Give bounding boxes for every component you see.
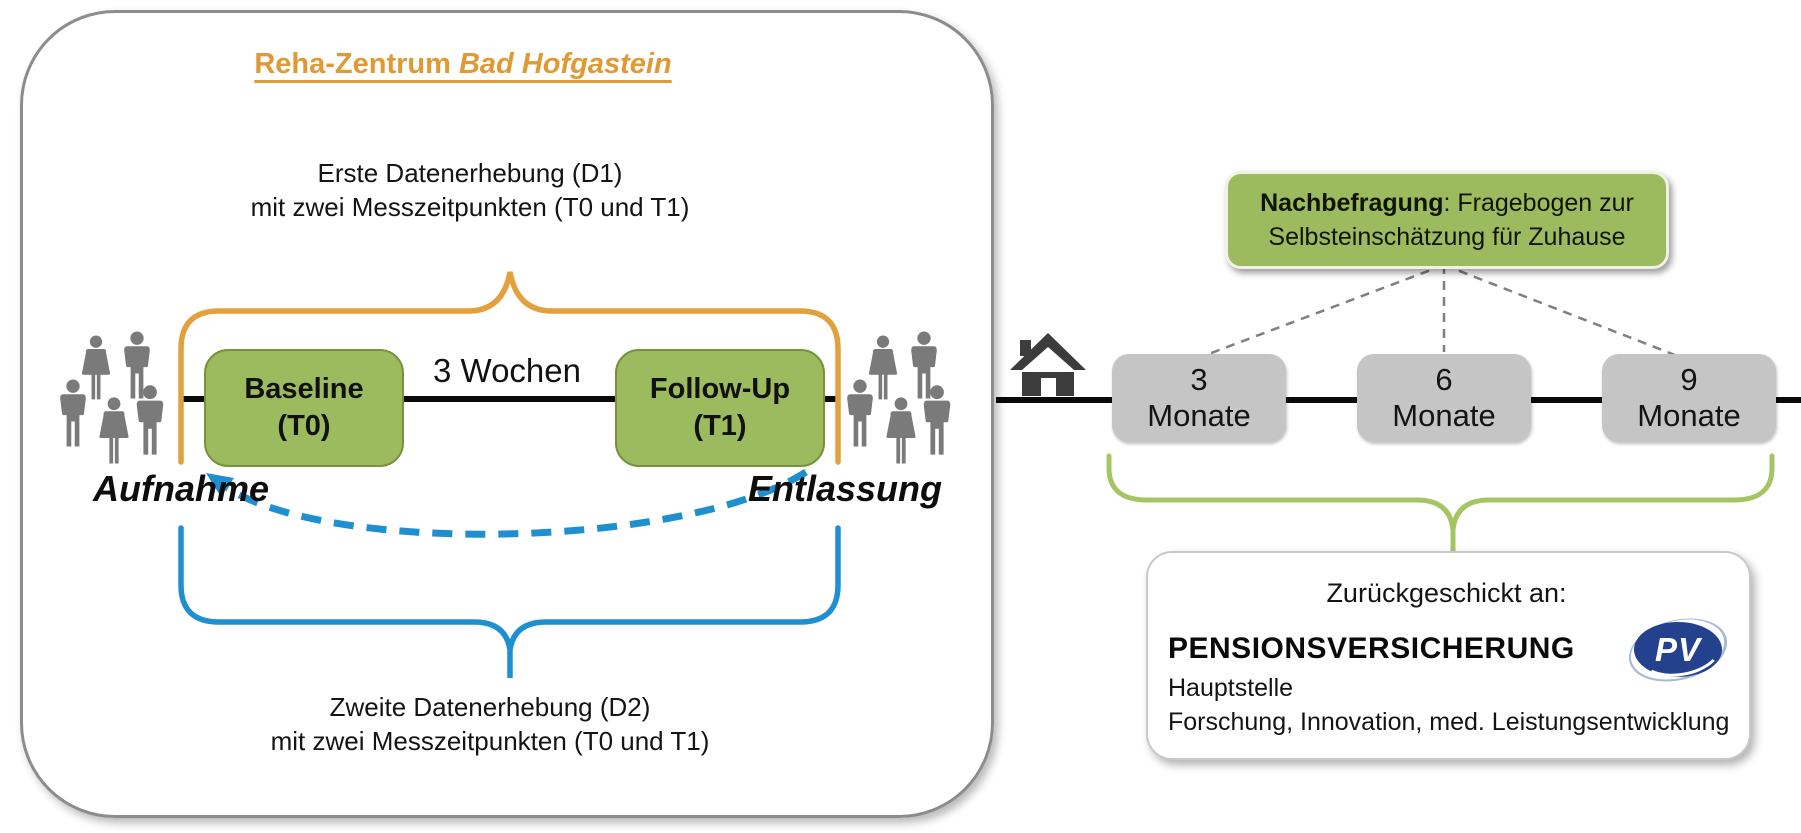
pv-logo-text: PV [1654,630,1702,668]
discharge-label: Entlassung [747,468,943,509]
return-department: Hauptstelle [1168,674,1294,702]
return-arrow [206,469,808,538]
milestones-brace [1106,453,1775,570]
milestone-box-3-months: 3 Monate [1112,354,1286,442]
survey-line1: Nachbefragung: Fragebogen zur [1228,186,1666,220]
baseline-timepoint: (T0) [277,410,331,442]
milestone-value: 6 [1435,362,1453,397]
followup-timepoint: (T1) [693,410,747,442]
survey-bold-lead: Nachbefragung [1260,189,1444,217]
admission-label: Aufnahme [92,468,269,509]
milestone-value: 9 [1680,362,1698,397]
baseline-label: Baseline [244,373,364,405]
rehab-center-title: Reha-Zentrum Bad Hofgastein [113,48,813,81]
second-survey-brace [178,525,841,678]
duration-label: 3 Wochen [433,352,581,389]
second-survey-line1: Zweite Datenerhebung (D2) [329,692,651,722]
baseline-box: Baseline (T0) [204,349,404,467]
followup-survey-box: Nachbefragung: Fragebogen zur Selbsteins… [1225,171,1669,269]
second-survey-line2: mit zwei Messzeitpunkten (T0 und T1) [270,726,710,756]
first-survey-caption: Erste Datenerhebung (D1) mit zwei Messze… [120,156,820,224]
milestone-box-6-months: 6 Monate [1357,354,1531,442]
milestone-unit: Monate [1392,398,1496,433]
house-icon [1010,333,1086,396]
first-survey-line2: mit zwei Messzeitpunkten (T0 und T1) [250,192,690,222]
pv-logo: PV [1622,608,1734,692]
survey-connectors [1205,263,1676,357]
pv-logo-disc [1634,622,1722,677]
milestone-value: 3 [1190,362,1208,397]
first-survey-brace [178,271,841,465]
return-organization: PENSIONSVERSICHERUNG [1168,632,1575,665]
first-survey-line1: Erste Datenerhebung (D1) [317,158,623,188]
title-emphasis: Bad Hofgastein [458,48,672,80]
milestone-box-9-months: 9 Monate [1602,354,1776,442]
milestone-unit: Monate [1147,398,1251,433]
followup-box: Follow-Up (T1) [615,349,825,467]
return-unit: Forschung, Innovation, med. Leistungsent… [1168,708,1730,736]
rehab-center-panel [20,10,994,818]
followup-label: Follow-Up [649,373,791,405]
survey-line1-rest: : Fragebogen zur [1443,189,1634,217]
survey-line2: Selbsteinschätzung für Zuhause [1268,223,1626,251]
second-survey-caption: Zweite Datenerhebung (D2) mit zwei Messz… [140,690,840,758]
return-heading: Zurückgeschickt an: [1326,578,1567,608]
milestone-unit: Monate [1637,398,1741,433]
title-prefix: Reha-Zentrum [254,48,459,80]
